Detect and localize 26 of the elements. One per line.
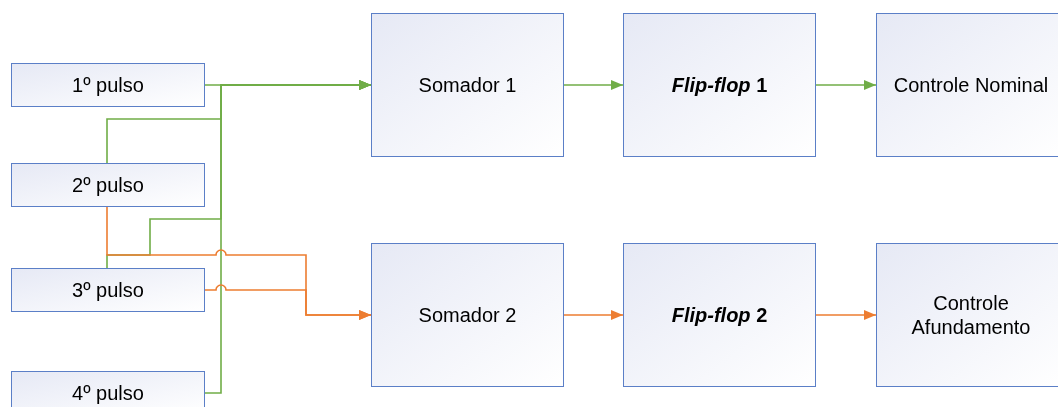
arrow [815,80,877,90]
box-label: Flip-flop 1 [671,73,768,97]
box-label: 2º pulso [72,173,144,197]
box-label: Controle Afundamento [910,291,1032,339]
box-label: Somador 1 [418,73,517,97]
arrow [204,80,372,394]
box-label: Flip-flop 2 [671,303,768,327]
process-box [623,13,816,157]
box-label: 3º pulso [72,278,144,302]
process-box [11,63,205,107]
process-box [876,13,1058,157]
box-label: 4º pulso [72,381,144,405]
process-box [371,243,564,387]
box-label: Somador 2 [418,303,517,327]
box-label: Controle Nominal [893,73,1049,97]
process-box [11,163,205,207]
process-box [876,243,1058,387]
box-label: 1º pulso [72,73,144,97]
arrow [815,310,877,320]
arrow [204,284,372,320]
process-box [371,13,564,157]
process-box [623,243,816,387]
process-box [11,268,205,312]
process-box [11,371,205,407]
arrow [563,310,624,320]
arrow [563,80,624,90]
